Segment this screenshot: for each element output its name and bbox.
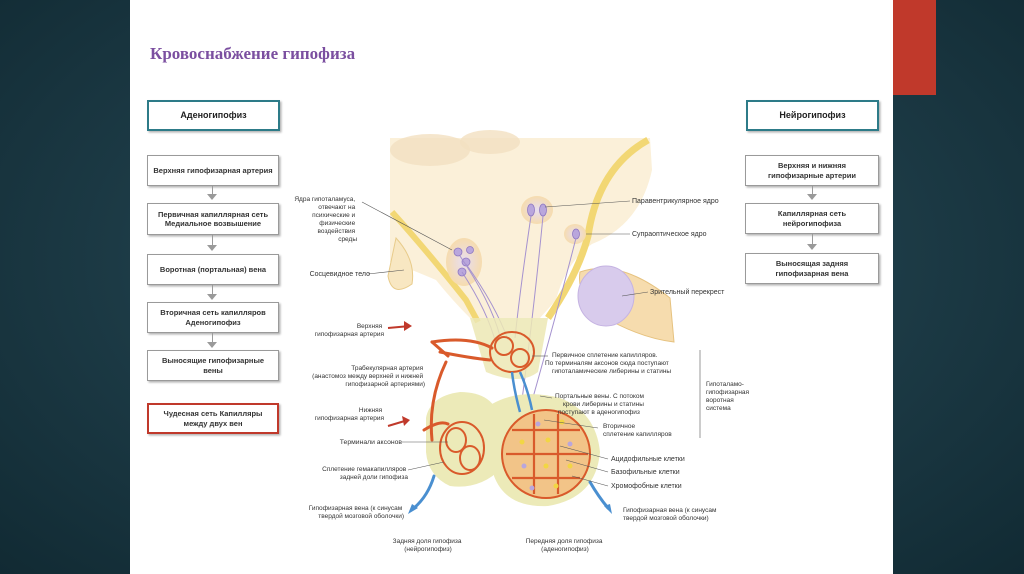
ventricle-edge-right — [545, 136, 650, 320]
posterior-lobe — [426, 392, 502, 487]
label-anterior-lobe: Передняя доля гипофиза (аденогипофиз) — [526, 538, 605, 553]
supraoptic-nucleus — [564, 224, 586, 244]
brain-fold — [460, 130, 520, 154]
right-arrow-2 — [807, 244, 817, 250]
label-posterior-lobe: Задняя доля гипофиза (нейрогипофиз) — [393, 538, 464, 553]
label-paraventricular: Паравентрикулярное ядро — [632, 198, 719, 205]
anterior-lobe-cells — [501, 409, 591, 499]
left-step-3: Воротная (портальная) вена — [147, 254, 279, 285]
label-secondary-plexus: Вторичное сплетение капилляров — [603, 423, 672, 438]
left-step-1: Верхняя гипофизарная артерия — [147, 155, 279, 186]
wonderful-net-box: Чудесная сеть Капилляры между двух вен — [147, 403, 279, 434]
mammillary-body — [387, 236, 414, 290]
label-trabecular-artery: Трабекулярная артерия (анастомоз между в… — [312, 364, 425, 388]
vein-arrow-right — [604, 504, 612, 514]
optic-chiasm-section — [577, 265, 635, 327]
slide-title: Кровоснабжение гипофиза — [150, 44, 356, 63]
right-step-1: Верхняя и нижняя гипофизарные артерии — [745, 155, 879, 186]
paraventricular-nucleus — [521, 196, 553, 224]
label-portal-veins: Портальные вены. С потоком крови либерин… — [555, 393, 646, 416]
label-chromophobic: Хромофобные клетки — [611, 482, 682, 490]
right-step-3: Выносящая задняя гипофизарная вена — [745, 253, 879, 284]
leader-lines — [361, 200, 701, 487]
portal-veins — [510, 371, 534, 413]
left-step-5: Выносящие гипофизарные вены — [147, 350, 279, 381]
label-acidophilic: Ацидофильные клетки — [611, 456, 685, 463]
label-primary-plexus: Первичное сплетение капилляров. По терми… — [545, 352, 671, 375]
left-arrow-3 — [207, 294, 217, 300]
label-optic-chiasm: Зрительный перекрест — [650, 288, 725, 296]
right-step-2: Капиллярная сеть нейрогипофиза — [745, 203, 879, 234]
third-ventricle-edge — [389, 209, 481, 324]
label-mammillary-body: Сосцевидное тело — [310, 271, 371, 278]
label-posterior-plexus: Сплетение гемакапилляров задней доли гип… — [322, 466, 408, 481]
label-pituitary-vein-left: Гипофизарная вена (к синусам твердой моз… — [309, 505, 404, 520]
primary-capillary-plexus — [489, 331, 535, 373]
left-connector-1 — [212, 186, 213, 194]
vein-arrow-left — [408, 504, 418, 514]
right-connector-1 — [812, 186, 813, 194]
right-connector-2 — [812, 234, 813, 244]
left-arrow-1 — [207, 194, 217, 200]
label-basophilic: Базофильные клетки — [611, 469, 680, 476]
left-arrow-4 — [207, 342, 217, 348]
left-arrow-2 — [207, 245, 217, 251]
label-portal-system: Гипоталамо- гипофизарная воротная систем… — [706, 381, 751, 412]
right-arrow-1 — [807, 194, 817, 200]
left-connector-3 — [212, 285, 213, 294]
brain-fold — [390, 134, 470, 166]
artery-arrows — [387, 321, 412, 427]
left-step-2: Первичная капиллярная сеть Медиальное во… — [147, 203, 279, 235]
label-inferior-artery: Нижняя гипофизарная артерия — [315, 407, 385, 422]
label-supraoptic: Супраоптическое ядро — [632, 231, 707, 238]
neurohypophysis-header: Нейрогипофиз — [746, 100, 879, 131]
arteries — [422, 338, 494, 442]
label-pituitary-vein-right: Гипофизарная вена (к синусам твердой моз… — [623, 507, 718, 522]
red-accent-bar — [893, 0, 936, 95]
label-axon-terminals: Терминали аксонов — [340, 439, 403, 446]
left-connector-2 — [212, 235, 213, 245]
pituitary-stalk — [470, 318, 548, 379]
label-superior-artery: Верхняя гипофизарная артерия — [315, 323, 385, 338]
posterior-capillary-plexus — [439, 421, 485, 475]
label-hypothalamus-nuclei: Ядра гипоталамуса, отвечают на психическ… — [294, 196, 357, 243]
left-connector-4 — [212, 333, 213, 342]
adenohypophysis-header: Аденогипофиз — [147, 100, 280, 131]
left-step-4: Вторичная сеть капилляров Аденогипофиз — [147, 302, 279, 333]
